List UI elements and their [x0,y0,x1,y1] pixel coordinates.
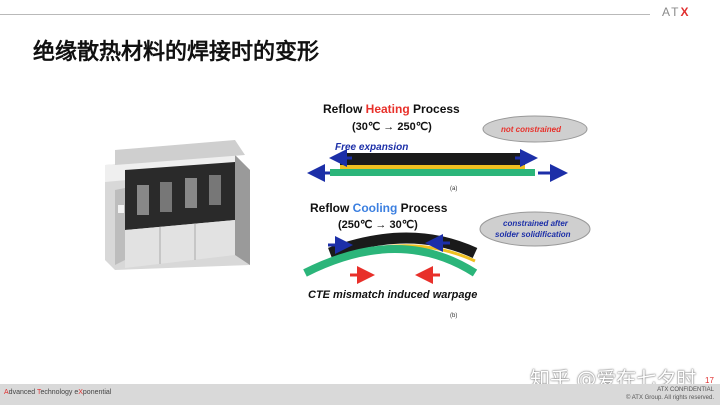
substrate-cooling [303,245,478,277]
label-a: (a) [450,186,457,192]
constrained-callout [479,211,591,247]
cooling-title: Reflow Cooling Process [310,201,448,215]
footer-tagline: Advanced Technology eXponential [4,389,112,396]
chip-heating [340,153,525,165]
free-expansion-label: Free expansion [335,142,408,153]
header-divider [0,14,650,15]
warpage-caption: CTE mismatch induced warpage [308,289,477,301]
constrained-callout-line2: solder solidification [495,230,571,239]
copyright-label: © ATX Group. All rights reserved. [625,395,714,401]
substrate-heating [330,169,535,176]
page-number: 17 [705,376,714,385]
footer-confidential: ATX CONFIDENTIAL © ATX Group. All rights… [626,386,714,402]
not-constrained-callout [482,115,588,143]
not-constrained-label: not constrained [501,125,562,134]
label-b: (b) [450,313,457,319]
reflow-oven-photo [105,140,250,270]
footer-bar: Advanced Technology eXponential ATX CONF… [0,384,720,405]
reflow-warpage-diagram: Reflow Heating Process (30℃ → 250℃) not … [303,102,591,319]
heating-temperature: (30℃ → 250℃) [352,121,432,133]
constrained-callout-line1: constrained after [503,219,569,228]
atx-logo: ATX [662,5,691,19]
confidential-label: ATX CONFIDENTIAL [657,387,714,393]
page-title: 绝缘散热材料的焊接时的变形 [33,40,320,65]
heating-title: Reflow Heating Process [323,102,460,116]
solder-heating [340,165,525,169]
cooling-temperature: (250℃ → 30℃) [338,219,418,231]
